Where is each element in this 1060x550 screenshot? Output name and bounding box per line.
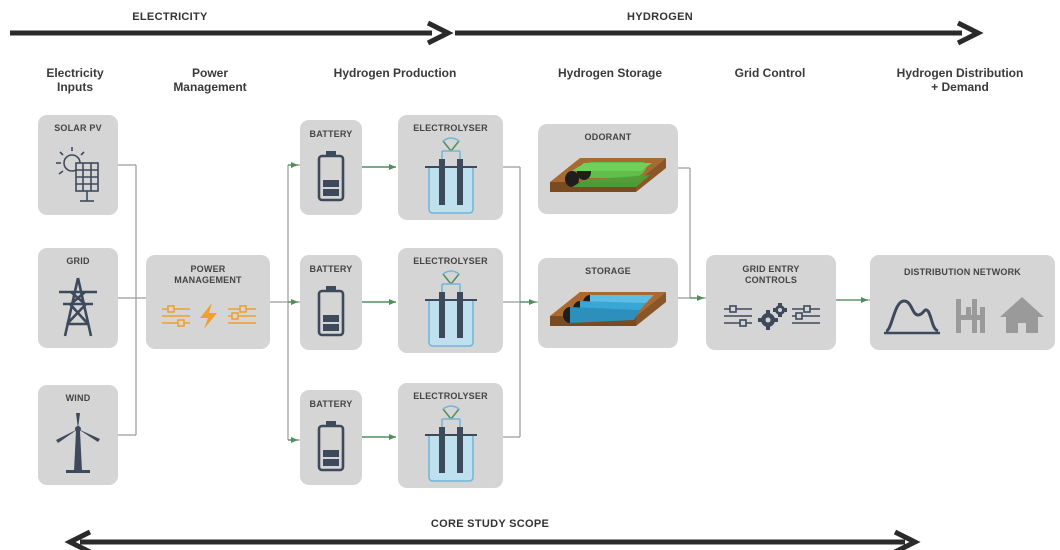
battery-label-1: BATTERY <box>309 129 353 139</box>
battery-icon <box>317 151 345 202</box>
electrolyser-node-1: ELECTROLYSER <box>398 115 503 220</box>
column-power-management: Power Management <box>173 66 247 94</box>
solar-pv-label: SOLAR PV <box>54 123 102 133</box>
electrolyser-label-1: ELECTROLYSER <box>413 123 488 133</box>
distribution-network-label: DISTRIBUTION NETWORK <box>904 267 1021 277</box>
battery-node-3: BATTERY <box>300 390 362 485</box>
grid-node: GRID <box>38 248 118 348</box>
column-hydrogen-distribution: Hydrogen Distribution + Demand <box>896 66 1024 94</box>
demand-icons <box>884 297 1044 335</box>
electrolyser-label-2: ELECTROLYSER <box>413 256 488 266</box>
electrolyser-node-2: ELECTROLYSER <box>398 248 503 353</box>
electricity-flow-label: ELECTRICITY <box>132 11 208 23</box>
hydrogen-flow-arrow <box>455 20 984 46</box>
electrolyser-icon <box>425 405 477 482</box>
battery-icon <box>317 421 345 472</box>
core-study-scope-label: CORE STUDY SCOPE <box>430 518 550 530</box>
solar-pv-node: SOLAR PV <box>38 115 118 215</box>
grid-control-gears-icon <box>724 303 820 330</box>
storage-node: STORAGE <box>538 258 678 348</box>
odorant-node: ODORANT <box>538 124 678 214</box>
demand-curve-icon <box>885 299 939 333</box>
column-electricity-inputs: Electricity Inputs <box>46 66 104 94</box>
electrolyser-node-3: ELECTROLYSER <box>398 383 503 488</box>
battery-label-3: BATTERY <box>309 399 353 409</box>
bus-to-battery-arrows <box>288 162 298 443</box>
electrolyser-icon <box>425 137 477 214</box>
grid-label: GRID <box>66 256 90 266</box>
odorant-tank-icon <box>550 158 666 192</box>
pylon-icon <box>59 277 97 337</box>
core-study-scope-arrow <box>64 529 921 550</box>
wind-label: WIND <box>65 393 91 403</box>
battery-label-2: BATTERY <box>309 264 353 274</box>
distribution-network-node: DISTRIBUTION NETWORK <box>870 255 1055 350</box>
electrolyser-icon <box>425 270 477 347</box>
battery-icon <box>317 286 345 337</box>
storage-label: STORAGE <box>585 266 631 276</box>
column-hydrogen-production: Hydrogen Production <box>333 66 457 80</box>
battery-node-1: BATTERY <box>300 120 362 215</box>
power-management-label: POWER MANAGEMENT <box>174 264 242 285</box>
battery-electrolyser-arrows <box>362 164 396 440</box>
solar-panel-icon <box>56 147 99 202</box>
downstream-arrows <box>520 295 868 305</box>
electrolyser-label-3: ELECTROLYSER <box>413 391 488 401</box>
grid-entry-controls-label: GRID ENTRY CONTROLS <box>742 264 800 285</box>
odorant-label: ODORANT <box>584 132 632 142</box>
column-grid-control: Grid Control <box>734 66 806 80</box>
wind-node: WIND <box>38 385 118 485</box>
power-control-icon <box>162 303 256 329</box>
wind-turbine-icon <box>56 413 100 473</box>
hydrogen-tank-icon <box>550 292 666 326</box>
hydrogen-flow-label: HYDROGEN <box>627 11 693 23</box>
electricity-flow-arrow <box>10 20 454 46</box>
column-hydrogen-storage: Hydrogen Storage <box>557 66 662 80</box>
power-management-node: POWER MANAGEMENT <box>146 255 270 349</box>
pipeline-icon <box>956 299 985 333</box>
house-icon <box>1000 297 1044 333</box>
battery-node-2: BATTERY <box>300 255 362 350</box>
grid-entry-controls-node: GRID ENTRY CONTROLS <box>706 255 836 350</box>
